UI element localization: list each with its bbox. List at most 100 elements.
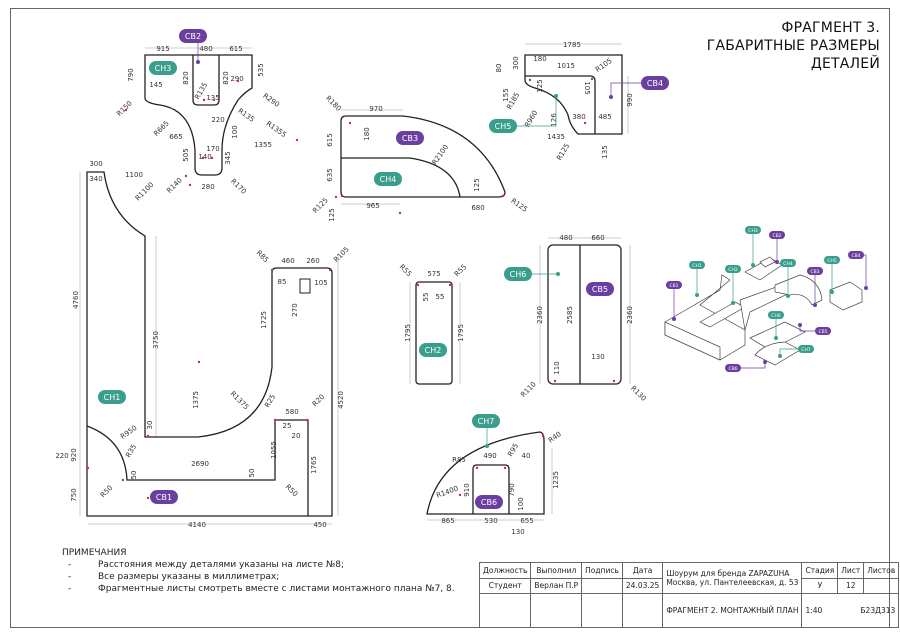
part-badge-cb: СВ2 [179,29,207,64]
center-marker [188,183,192,187]
badge-label: СН4 [380,175,397,184]
dimension-label: 1055 [270,441,278,459]
dimension-label: 300 [512,56,520,69]
dimension-label: 145 [149,81,162,89]
tb-sheet-title: ФРАГМЕНТ 2. МОНТАЖНЫЙ ПЛАН [662,593,803,628]
dimension-label: 55 [436,293,445,301]
dimension-label: R40 [547,430,563,444]
isometric-view [664,256,863,366]
note-item: -Все размеры указаны в миллиметрах; [68,572,280,582]
dimension-label: 40 [522,452,531,460]
badge-label: СВ3 [402,134,418,143]
dimension-label: 820 [222,71,230,84]
dimension-label: 270 [291,303,299,316]
dimension-label: 1765 [310,456,318,474]
dimension-label: R105 [332,245,351,264]
dimension-label: 615 [326,133,334,146]
part-badge-cb: СВ1 [666,281,682,321]
dimension-label: 1015 [557,62,575,70]
dimension-label: 575 [427,270,440,278]
dimension-label: R135 [236,107,256,124]
dimension-label: 290 [230,75,243,83]
dimension-label: R125 [555,142,571,162]
tb-header: Листов [863,562,900,579]
dimension-label: 20 [292,432,301,440]
part-ch1-cb1-outline [86,171,333,517]
badge-label: СН2 [425,346,442,355]
dimension-label: R1400 [435,484,459,499]
center-marker [553,379,557,383]
dimension-label: R50 [284,483,299,498]
dimension-label: 920 [70,448,78,461]
tb-header: Подпись [581,562,623,579]
dimension-label: 130 [591,353,604,361]
dimension-label: 135 [206,94,219,102]
dimension-label: 126 [550,113,558,127]
dimension-label: 30 [146,421,154,430]
center-marker [328,268,332,272]
center-marker [236,79,240,83]
dimension-label: 480 [559,234,572,242]
tb-stage: У [801,577,839,594]
dimension-label: 80 [495,64,503,73]
dimension-label: 105 [314,279,327,287]
dimension-label: 910 [463,483,471,496]
tb-sheets [863,577,900,594]
center-marker [124,108,128,112]
dimension-label: R1100 [134,181,156,203]
part-cb6-outline [472,464,510,514]
dimension-label: 1435 [547,133,565,141]
center-marker [348,121,352,125]
dimension-label: 220 [55,452,68,460]
dimension-label: 530 [484,517,497,525]
dimension-label: 1725 [260,311,268,329]
part-badge-ch: СН3 [745,226,761,267]
sheet-title-line-2: ГАБАРИТНЫЕ РАЗМЕРЫ [706,38,880,54]
dimension-label: 970 [369,105,382,113]
center-marker [612,379,616,383]
dimension-label: 260 [306,257,319,265]
dimension-label: 1795 [457,324,465,342]
dimension-label: 2360 [536,306,544,324]
center-marker [146,496,150,500]
center-marker [501,194,505,198]
badge-label: СН1 [104,393,121,402]
dimension-label: 1355 [254,141,272,149]
part-badge-cb: СВ3 [807,267,823,307]
dimension-label: 110 [553,361,561,374]
center-marker [197,360,201,364]
tb-header: Должность [478,562,532,579]
tb-header: Лист [837,562,865,579]
center-marker [590,77,594,81]
badge-label: СН5 [827,258,837,264]
center-marker [212,98,216,102]
dimension-label: 535 [257,63,265,76]
dimension-label: R85 [452,456,466,464]
badge-label: СВ4 [647,79,663,88]
dimension-label: R1355 [265,120,288,140]
part-ch4-divider [341,157,461,198]
dimension-label: 140 [198,153,211,161]
dimension-label: 130 [511,528,524,536]
center-marker [273,418,277,422]
dimension-label: 790 [127,68,135,81]
dimension-label: R130 [629,384,648,403]
center-marker [86,466,90,470]
badge-label: СН6 [771,313,781,319]
part-badge-cb: СВ1 [150,490,178,504]
part-badge-cb: СВ5 [586,282,614,296]
part-badge-cb: СВ5 [798,323,831,335]
dimension-label: 2690 [191,460,209,468]
dimension-label: R105 [594,57,614,74]
center-marker [121,478,125,482]
part-badge-ch: СН2 [419,343,447,357]
part-badge-cb: СВ6 [475,495,503,509]
dimension-label: R20 [311,393,326,408]
dimension-label: R95 [506,442,520,458]
badge-label: СН1 [692,263,702,269]
dimension-label: 55 [422,293,430,302]
center-marker [475,466,479,470]
dimension-label: 450 [313,521,326,529]
part-ch3-outline [144,54,253,176]
